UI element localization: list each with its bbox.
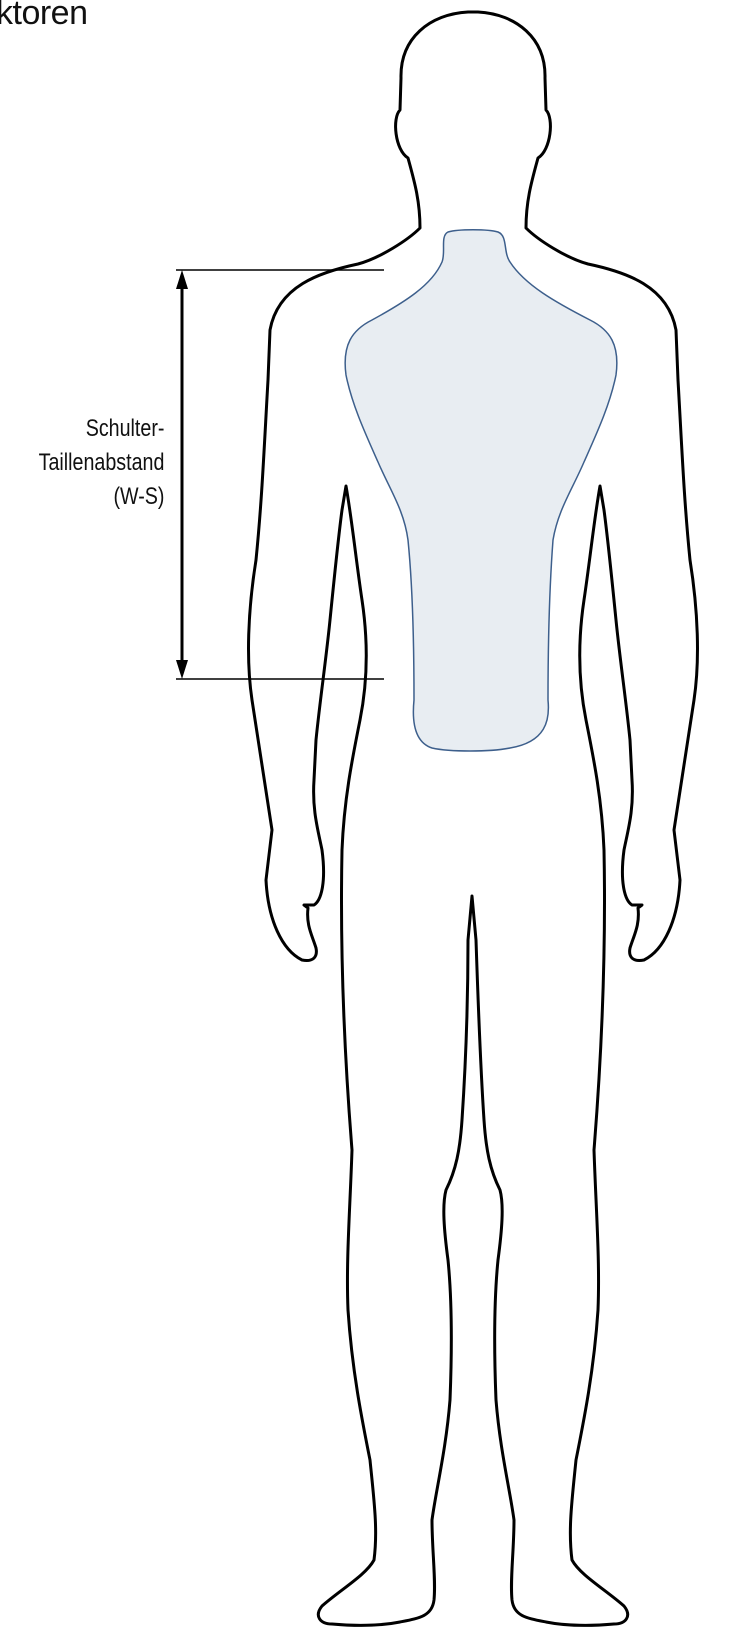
measurement-label-line-1: Schulter- — [38, 412, 164, 446]
measurement-label-line-3: (W-S) — [38, 480, 164, 514]
measurement-label: Schulter- Taillenabstand (W-S) — [38, 412, 164, 514]
page-heading: ktoren — [0, 0, 88, 33]
dimension-arrowhead-bottom — [176, 660, 188, 679]
torso-region — [345, 230, 617, 751]
dimension-arrowhead-top — [176, 270, 188, 289]
measurement-label-line-2: Taillenabstand — [38, 446, 164, 480]
